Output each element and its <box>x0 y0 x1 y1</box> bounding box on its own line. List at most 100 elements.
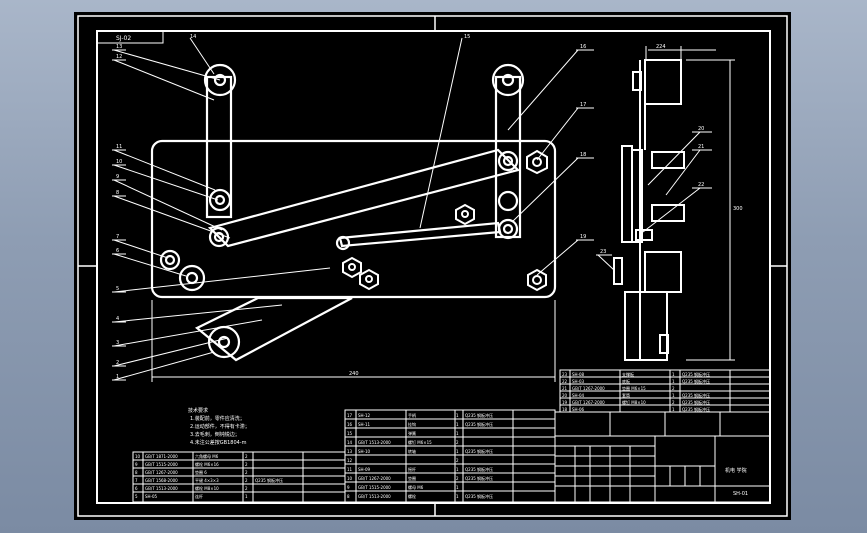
bom-cell: GB/T 1267-2000 <box>145 470 178 475</box>
bom-cell: 18 <box>562 407 568 412</box>
spring <box>338 221 502 248</box>
bom-cell: GB/T 1267-2000 <box>572 400 605 405</box>
bom-cell: 1 <box>456 422 459 427</box>
bom-cell: 1 <box>245 494 248 499</box>
bom-cell: GB/T 1513-2000 <box>145 486 178 491</box>
bom-cell: SH-03 <box>572 379 585 384</box>
bom-cell: 8 <box>135 470 138 475</box>
bom-cell: SH-08 <box>572 372 585 377</box>
bom-cell: 1 <box>456 467 459 472</box>
bom-cell: 9 <box>347 485 350 490</box>
title-tag: SJ-02 <box>96 30 164 44</box>
balloon-6: 6 <box>116 248 119 254</box>
bom-cell: SH-11 <box>358 422 371 427</box>
balloon-numbers-side: 20 21 22 23 224 300 <box>600 44 743 255</box>
bom-cell: SH-12 <box>358 413 371 418</box>
bom-cell: 8 <box>347 494 350 499</box>
bom-cell: 螺钉 M8×10 <box>622 399 646 405</box>
bom-cell: 转轴 <box>408 448 416 454</box>
bom-cell: 5 <box>135 494 138 499</box>
notes-line-4: 4.未注公差按GB1804-m <box>190 439 247 446</box>
bom-cell: 6 <box>135 486 138 491</box>
bom-cell: 连杆 <box>195 493 203 499</box>
bom-cell: Q235 钢板冲压 <box>682 371 710 377</box>
leader-lines <box>113 37 579 381</box>
bom-cell: Q235 钢板冲压 <box>465 475 493 481</box>
balloon-9: 9 <box>116 174 119 180</box>
balloon-12: 12 <box>116 54 122 60</box>
bom-cell: Q235 钢板冲压 <box>465 421 493 427</box>
side-view <box>613 59 685 361</box>
bom-cell: 摇杆 <box>408 466 416 472</box>
bom-cell: GB/T 1513-2000 <box>358 494 391 499</box>
bom-grid <box>132 369 771 503</box>
bom-cell: 7 <box>135 478 138 483</box>
drawing-number: SH-01 <box>733 491 748 497</box>
balloon-15: 15 <box>464 34 470 40</box>
bom-cell: 螺栓 M6×16 <box>195 461 219 467</box>
balloon-11: 11 <box>116 144 122 150</box>
bom-cell: Q235 钢板冲压 <box>682 378 710 384</box>
notes-line-3: 3.去毛刺，倒钝锐边； <box>190 431 240 438</box>
bom-cell: 2 <box>245 478 248 483</box>
bom-cell: 22 <box>562 379 568 384</box>
balloon-16: 16 <box>580 44 586 50</box>
bom-cell: 1 <box>456 413 459 418</box>
bom-cell: SH-05 <box>145 494 158 499</box>
sheet-inner-border <box>96 30 771 504</box>
bom-cell: 垫圈 <box>408 475 416 481</box>
balloon-2: 2 <box>116 360 119 366</box>
left-upright-link <box>205 75 233 219</box>
bom-cell: Q235 钢板冲压 <box>682 406 710 412</box>
bom-cell: 1 <box>672 407 675 412</box>
balloon-3: 3 <box>116 340 119 346</box>
bom-cell: 2 <box>672 386 675 391</box>
bom-cell: 2 <box>245 486 248 491</box>
base-plate <box>150 139 557 299</box>
balloon-numbers-left: 13 12 11 10 9 8 7 6 5 4 3 2 1 14 15 16 1… <box>116 34 586 380</box>
bom-cell: 17 <box>347 413 353 418</box>
bom-cell: 2 <box>672 400 675 405</box>
dimension-width-text: 240 <box>349 371 359 377</box>
notes-line-2: 2.运动部件，不得有卡滞； <box>190 423 250 430</box>
balloon-13: 13 <box>116 44 122 50</box>
bom-cell: 10 <box>135 454 141 459</box>
bom-cell: 垫圈 M6×15 <box>622 385 646 391</box>
centering-marks <box>78 16 787 516</box>
bom-cell: 底板 <box>622 378 630 384</box>
bom-cell: 2 <box>456 440 459 445</box>
title-block-text: 机电 学院 SH-01 <box>725 467 748 497</box>
bom-cell: SH-04 <box>572 393 585 398</box>
bom-cell: 支撑板 <box>622 371 634 377</box>
bom-cell: 10 <box>347 476 353 481</box>
bom-cell: Q235 钢板冲压 <box>465 493 493 499</box>
balloon-18: 18 <box>580 152 586 158</box>
bom-cell: 2 <box>245 454 248 459</box>
bom-cell: SH-06 <box>572 407 585 412</box>
balloon-5: 5 <box>116 286 119 292</box>
bom-cell: GB/T 1513-2000 <box>358 440 391 445</box>
bom-cell: GB/T 1568-2000 <box>145 478 178 483</box>
bom-cell: 六角螺母 M6 <box>195 453 219 459</box>
bom-cell: SH-10 <box>358 449 371 454</box>
bom-cell: GB/T 1515-2000 <box>358 485 391 490</box>
bom-cell: 1 <box>456 485 459 490</box>
bom-cell: 2 <box>456 458 459 463</box>
hex-nuts <box>342 149 548 292</box>
bom-cell: 2 <box>456 476 459 481</box>
bom-cell: 11 <box>347 467 353 472</box>
balloon-20: 20 <box>698 126 704 132</box>
bom-cell: 套筒 <box>622 392 630 398</box>
bom-cell: GB/T 1267-2000 <box>572 386 605 391</box>
balloon-8: 8 <box>116 190 119 196</box>
dimension-side-height-text: 300 <box>733 206 743 212</box>
balloon-7: 7 <box>116 234 119 240</box>
bom-cell: Q235 钢板冲压 <box>465 448 493 454</box>
balloon-23: 23 <box>600 249 606 255</box>
company-label: 机电 学院 <box>725 467 747 474</box>
balloon-19: 19 <box>580 234 586 240</box>
bom-cell: 螺母 M6 <box>408 484 424 490</box>
